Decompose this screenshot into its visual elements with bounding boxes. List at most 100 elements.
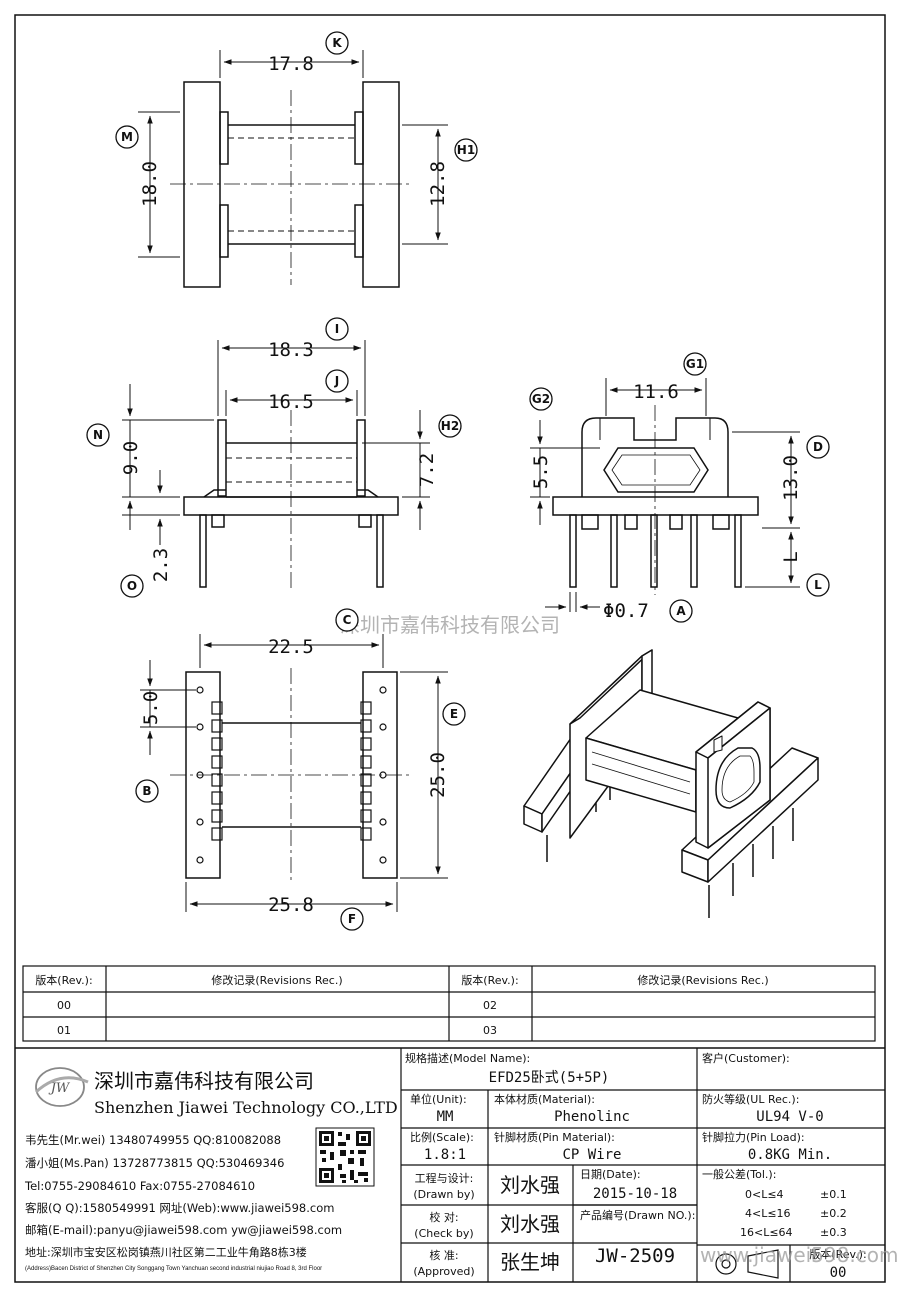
- company-name-en: Shenzhen Jiawei Technology CO.,LTD: [94, 1098, 398, 1117]
- dim-i-value: 18.3: [268, 339, 314, 361]
- callout-f: F: [340, 907, 364, 931]
- tolerance-label: 一般公差(Tol.):: [702, 1167, 776, 1181]
- front-view: [122, 340, 430, 590]
- dim-b-value: 5.0: [140, 691, 162, 725]
- svg-text:I: I: [335, 322, 339, 336]
- tolerance-range-2: 4<L≤16: [745, 1207, 791, 1220]
- svg-text:J: J: [334, 374, 339, 388]
- approved-by-label-en: (Approved): [413, 1265, 474, 1278]
- ul-rating-label: 防火等级(UL Rec.):: [702, 1092, 799, 1106]
- svg-text:E: E: [450, 707, 458, 721]
- check-by-label-cn: 校 对:: [429, 1210, 458, 1224]
- contact-line-2: 潘小姐(Ms.Pan) 13728773815 QQ:530469346: [25, 1156, 284, 1170]
- svg-text:B: B: [142, 784, 151, 798]
- svg-text:A: A: [676, 604, 686, 618]
- customer-label: 客户(Customer):: [702, 1051, 790, 1065]
- watermark-website: www.jiawei598.com: [700, 1243, 898, 1267]
- dim-n-value: 9.0: [120, 441, 142, 475]
- unit-label: 单位(Unit):: [410, 1092, 467, 1106]
- dim-e-value: 25.0: [427, 752, 449, 798]
- svg-text:M: M: [121, 130, 133, 144]
- material-value: Phenolinc: [554, 1109, 630, 1125]
- svg-text:L: L: [814, 578, 822, 592]
- address-en: (Address)Bacen District of Shenzhen City…: [25, 1266, 322, 1272]
- rev-row2-col1: 01: [57, 1024, 71, 1037]
- svg-text:F: F: [348, 912, 356, 926]
- svg-text:H1: H1: [457, 143, 475, 157]
- scale-label: 比例(Scale):: [410, 1130, 474, 1144]
- drawn-by-value: 刘水强: [500, 1173, 560, 1197]
- callout-o: O: [120, 574, 144, 598]
- drawing-number-label: 产品编号(Drawn NO.):: [580, 1208, 695, 1222]
- rev-header-2: 修改记录(Revisions Rec.): [211, 973, 342, 987]
- contact-line-3: Tel:0755-29084610 Fax:0755-27084610: [24, 1179, 255, 1193]
- svg-text:JW: JW: [48, 1081, 71, 1096]
- rev-header-3: 版本(Rev.):: [461, 973, 518, 987]
- address-cn: 地址:深圳市宝安区松岗镇燕川社区第二工业牛角路8栋3楼: [25, 1245, 307, 1259]
- callout-g2: G2: [529, 387, 553, 411]
- pin-load-value: 0.8KG Min.: [748, 1147, 832, 1163]
- side-view: [530, 378, 800, 612]
- dim-g1-value: 11.6: [633, 381, 679, 403]
- svg-text:G1: G1: [686, 357, 704, 371]
- company-logo: JW: [34, 1067, 89, 1107]
- top-view: [138, 50, 448, 288]
- callout-a: A: [669, 599, 693, 623]
- model-name-label: 规格描述(Model Name):: [405, 1051, 530, 1065]
- ul-rating-value: UL94 V-0: [756, 1109, 823, 1125]
- isometric-view: [523, 649, 819, 918]
- callout-b: B: [135, 779, 159, 803]
- dim-m-value: 18.0: [139, 161, 161, 207]
- date-label: 日期(Date):: [580, 1168, 641, 1181]
- sheet-border: [14, 14, 886, 1283]
- dim-g2-value: 5.5: [530, 455, 552, 489]
- callout-k: K: [325, 31, 349, 55]
- contact-line-1: 韦先生(Mr.wei) 13480749955 QQ:810082088: [25, 1133, 281, 1147]
- tolerance-range-1: 0<L≤4: [745, 1188, 784, 1201]
- svg-text:C: C: [343, 613, 352, 627]
- check-by-value: 刘水强: [500, 1212, 560, 1236]
- dim-l-value: L: [780, 551, 802, 562]
- callout-c: C: [335, 608, 359, 632]
- svg-text:N: N: [93, 428, 103, 442]
- dim-o-value: 2.3: [150, 548, 172, 582]
- unit-value: MM: [437, 1109, 454, 1125]
- contact-line-4: 客服(Q Q):1580549991 网址(Web):www.jiawei598…: [25, 1201, 334, 1215]
- company-name-cn: 深圳市嘉伟科技有限公司: [94, 1069, 314, 1093]
- revision-table: [22, 965, 876, 1042]
- tolerance-value-1: ±0.1: [820, 1188, 847, 1201]
- qr-code: [315, 1127, 375, 1187]
- title-block-grid: [400, 1048, 885, 1282]
- watermark-company: 深圳市嘉伟科技有限公司: [340, 613, 560, 637]
- scale-value: 1.8:1: [424, 1147, 466, 1163]
- pin-load-label: 针脚拉力(Pin Load):: [702, 1130, 805, 1144]
- revision-label: 版本(Rev.):: [809, 1247, 866, 1261]
- callout-d: D: [806, 435, 830, 459]
- projection-symbol-icon: [715, 1249, 779, 1279]
- dim-k-value: 17.8: [268, 53, 314, 75]
- dim-d-value: 13.0: [780, 455, 802, 501]
- rev-row2-col3: 03: [483, 1024, 497, 1037]
- rev-header-4: 修改记录(Revisions Rec.): [637, 973, 768, 987]
- svg-text:O: O: [127, 579, 137, 593]
- rev-row1-col3: 02: [483, 999, 497, 1012]
- rev-header-1: 版本(Rev.):: [35, 973, 92, 987]
- svg-text:G2: G2: [532, 392, 550, 406]
- tolerance-value-2: ±0.2: [820, 1207, 847, 1220]
- pin-material-label: 针脚材质(Pin Material):: [494, 1130, 615, 1144]
- model-name-value: EFD25卧式(5+5P): [489, 1070, 610, 1086]
- callout-h1: H1: [454, 138, 478, 162]
- drawn-by-label-cn: 工程与设计:: [415, 1172, 474, 1185]
- tolerance-range-3: 16<L≤64: [740, 1226, 793, 1239]
- callout-j: J: [325, 369, 349, 393]
- callout-l: L: [806, 573, 830, 597]
- svg-text:D: D: [813, 440, 823, 454]
- bottom-view: [140, 634, 448, 912]
- check-by-label-en: (Check by): [414, 1227, 473, 1240]
- callout-n: N: [86, 423, 110, 447]
- callout-g1: G1: [683, 352, 707, 376]
- dim-c-value: 22.5: [268, 636, 314, 658]
- dim-f-value: 25.8: [268, 894, 314, 916]
- pin-material-value: CP Wire: [562, 1147, 621, 1163]
